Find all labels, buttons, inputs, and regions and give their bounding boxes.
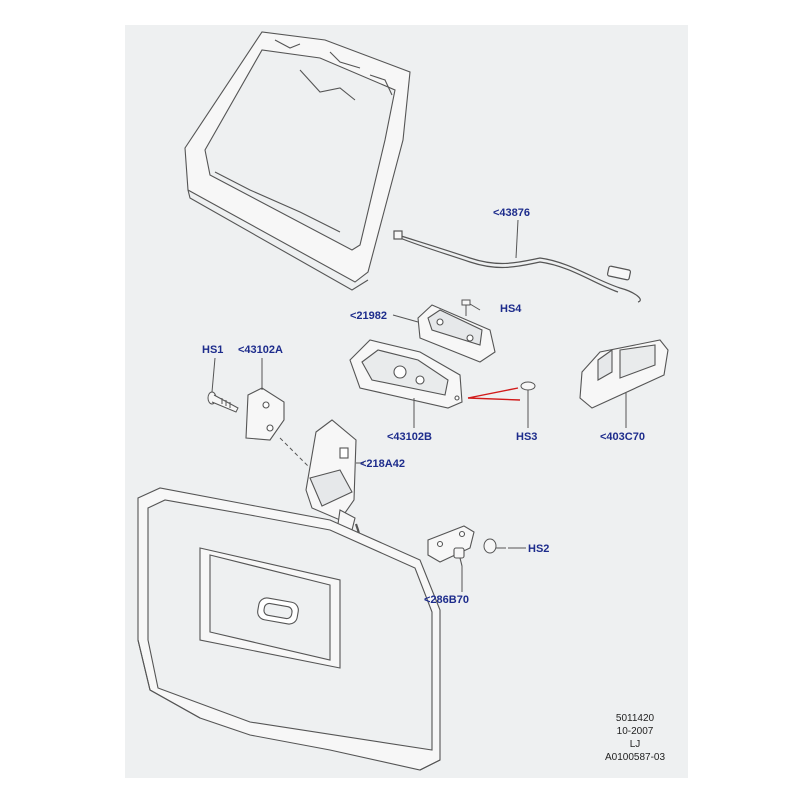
lower-tailgate-panel	[137, 487, 441, 771]
bolt-hs3	[520, 381, 536, 402]
handle-bracket	[579, 339, 669, 409]
reference-line-1: 5011420	[615, 713, 655, 724]
bolt-hs1	[207, 391, 239, 413]
reference-line-4: A0100587-03	[604, 752, 666, 763]
part-label-43102b: <43102B	[387, 431, 432, 443]
tailgate-handle	[417, 304, 496, 363]
release-cable	[393, 230, 641, 303]
part-label-43876: <43876	[493, 207, 531, 219]
part-label-hs4: HS4	[500, 303, 522, 315]
diagram-reference: 5011420 10-2007 LJ A0100587-03	[590, 712, 680, 764]
leader-dashed	[279, 437, 313, 471]
part-label-403c70: <403C70	[600, 431, 645, 443]
part-label-hs1: HS1	[202, 344, 224, 356]
tailgate-glass-frame	[184, 31, 411, 291]
part-label-hs3: HS3	[516, 431, 538, 443]
part-label-hs2: HS2	[528, 543, 550, 555]
part-label-218a42: <218A42	[360, 458, 405, 470]
part-label-286b70: <286B70	[424, 594, 469, 606]
hs3-callout-lines	[467, 387, 521, 401]
reference-line-2: 10-2007	[616, 726, 654, 737]
screw-hs4	[461, 299, 471, 316]
striker-plate	[427, 525, 475, 567]
part-label-21982: <21982	[350, 310, 388, 322]
bolt-hs2	[483, 538, 506, 554]
reference-line-3: LJ	[629, 739, 641, 750]
latch-assembly	[349, 339, 463, 409]
part-label-43102a: <43102A	[238, 344, 283, 356]
leader-lines	[211, 219, 627, 592]
